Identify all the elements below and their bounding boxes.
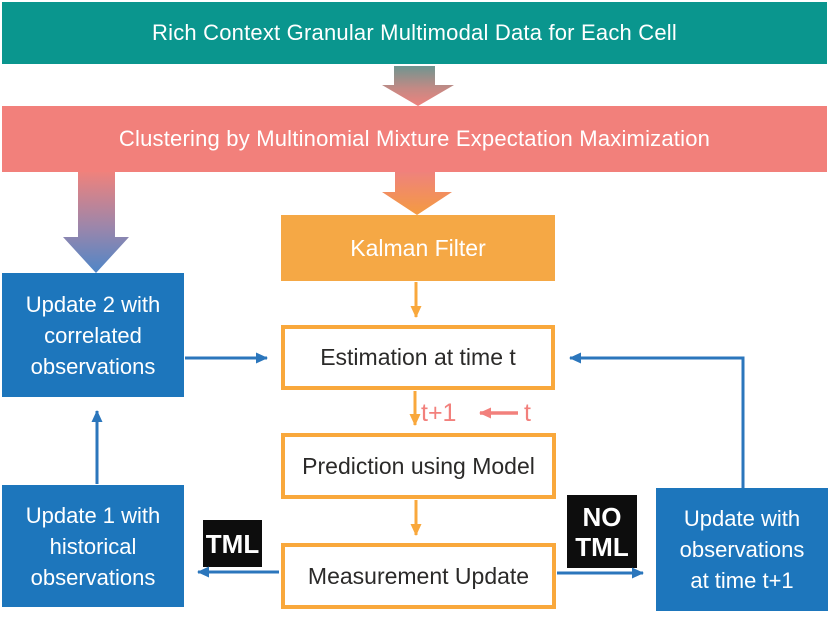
- update1-historical-box: Update 1 with historical observations: [2, 485, 184, 607]
- arrow-update-right-to-estimation-icon: [569, 352, 745, 488]
- time-step-t-label: t: [524, 399, 531, 427]
- time-step-t-plus-1-label: t+1: [421, 399, 457, 427]
- down-arrow-clustering-to-kalman-icon: [382, 172, 452, 215]
- measurement-update-box: Measurement Update: [281, 543, 556, 609]
- prediction-box: Prediction using Model: [281, 433, 556, 499]
- tml-label-box: TML: [203, 520, 262, 567]
- update2-correlated-box: Update 2 with correlated observations: [2, 273, 184, 397]
- down-arrow-clustering-to-update2-icon: [63, 172, 129, 273]
- kalman-filter-box: Kalman Filter: [281, 215, 555, 281]
- estimation-box: Estimation at time t: [281, 325, 555, 390]
- banner-rich-context-data: Rich Context Granular Multimodal Data fo…: [2, 2, 827, 64]
- update-observations-t1-box: Update with observations at time t+1: [656, 488, 828, 611]
- banner-clustering-em: Clustering by Multinomial Mixture Expect…: [2, 106, 827, 172]
- down-arrow-data-to-clustering-icon: [382, 66, 454, 106]
- no-tml-label-box: NO TML: [567, 495, 637, 568]
